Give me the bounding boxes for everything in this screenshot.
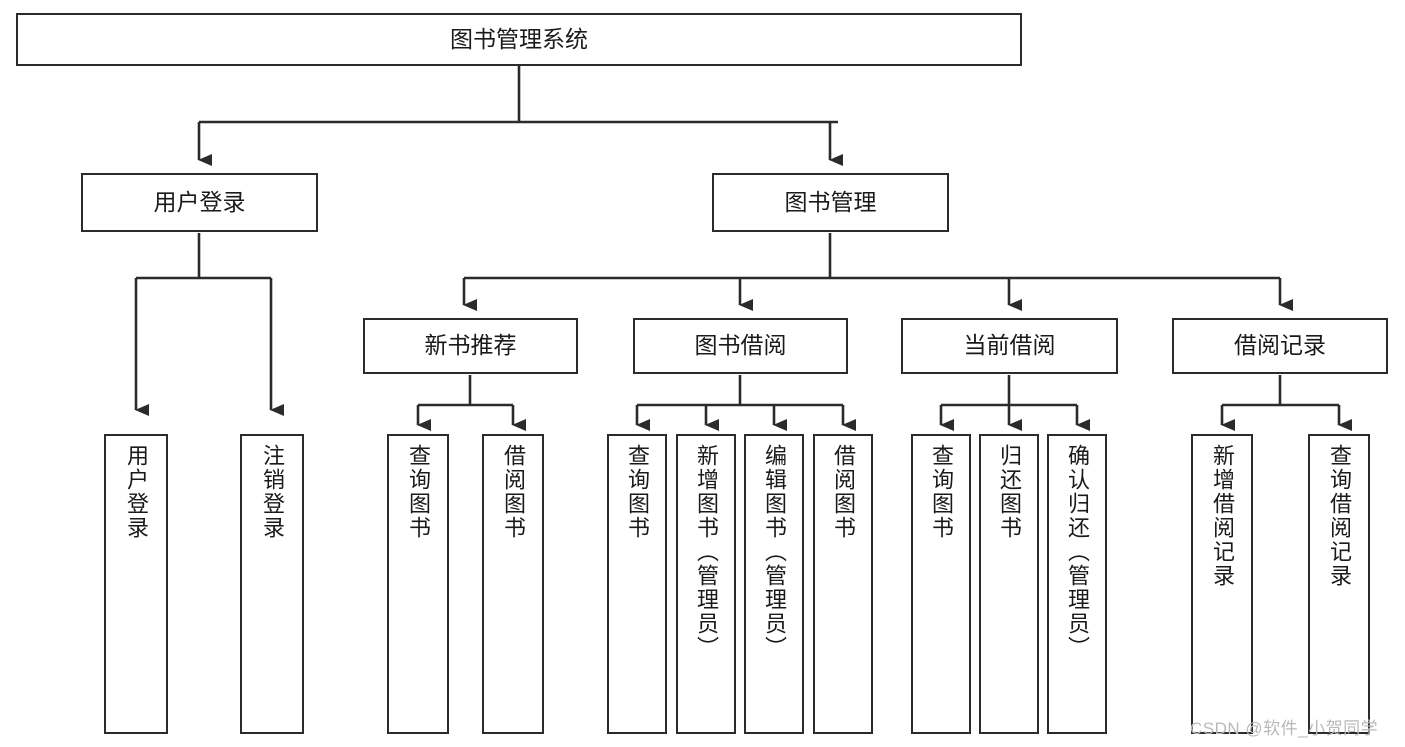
node-leaf-logout[interactable]: 注销登录	[240, 434, 304, 734]
node-leaf-query-book-1[interactable]: 查询图书	[387, 434, 449, 734]
node-leaf-user-login[interactable]: 用户登录	[104, 434, 168, 734]
node-leaf-confirm-return-label: 确认归还（管理员）	[1065, 444, 1090, 660]
node-leaf-confirm-return[interactable]: 确认归还（管理员）	[1047, 434, 1107, 734]
node-leaf-query-book-3[interactable]: 查询图书	[911, 434, 971, 734]
node-leaf-borrow-book-2[interactable]: 借阅图书	[813, 434, 873, 734]
node-leaf-query-record[interactable]: 查询借阅记录	[1308, 434, 1370, 734]
node-current-borrow-label: 当前借阅	[963, 332, 1056, 359]
node-leaf-borrow-book-1[interactable]: 借阅图书	[482, 434, 544, 734]
node-book-borrow[interactable]: 图书借阅	[633, 318, 848, 374]
csdn-watermark: CSDN @软件_小贺同学	[1190, 719, 1379, 738]
node-user-login-label: 用户登录	[153, 188, 246, 215]
node-new-book-rec[interactable]: 新书推荐	[363, 318, 578, 374]
node-root-label: 图书管理系统	[450, 25, 588, 52]
node-leaf-add-record-label: 新增借阅记录	[1210, 444, 1235, 588]
node-leaf-borrow-book-1-label: 借阅图书	[501, 444, 526, 540]
node-book-borrow-label: 图书借阅	[694, 332, 787, 359]
node-current-borrow[interactable]: 当前借阅	[901, 318, 1118, 374]
node-leaf-query-record-label: 查询借阅记录	[1327, 444, 1352, 588]
node-user-login[interactable]: 用户登录	[81, 173, 318, 232]
node-leaf-logout-label: 注销登录	[260, 444, 285, 540]
node-leaf-user-login-label: 用户登录	[124, 444, 149, 540]
node-leaf-query-book-1-label: 查询图书	[406, 444, 431, 540]
node-book-manage-label: 图书管理	[784, 188, 877, 215]
node-book-manage[interactable]: 图书管理	[712, 173, 949, 232]
node-leaf-add-record[interactable]: 新增借阅记录	[1191, 434, 1253, 734]
node-leaf-query-book-2[interactable]: 查询图书	[607, 434, 667, 734]
node-leaf-edit-book-label: 编辑图书（管理员）	[762, 444, 787, 660]
node-leaf-borrow-book-2-label: 借阅图书	[831, 444, 856, 540]
node-leaf-query-book-2-label: 查询图书	[625, 444, 650, 540]
node-root[interactable]: 图书管理系统	[16, 13, 1022, 66]
node-leaf-add-book[interactable]: 新增图书（管理员）	[676, 434, 736, 734]
node-new-book-rec-label: 新书推荐	[424, 332, 517, 359]
node-borrow-record[interactable]: 借阅记录	[1172, 318, 1388, 374]
node-borrow-record-label: 借阅记录	[1234, 332, 1326, 359]
node-leaf-edit-book[interactable]: 编辑图书（管理员）	[744, 434, 804, 734]
node-leaf-add-book-label: 新增图书（管理员）	[694, 444, 719, 660]
node-leaf-return-book-label: 归还图书	[997, 444, 1022, 540]
node-leaf-return-book[interactable]: 归还图书	[979, 434, 1039, 734]
node-leaf-query-book-3-label: 查询图书	[929, 444, 954, 540]
